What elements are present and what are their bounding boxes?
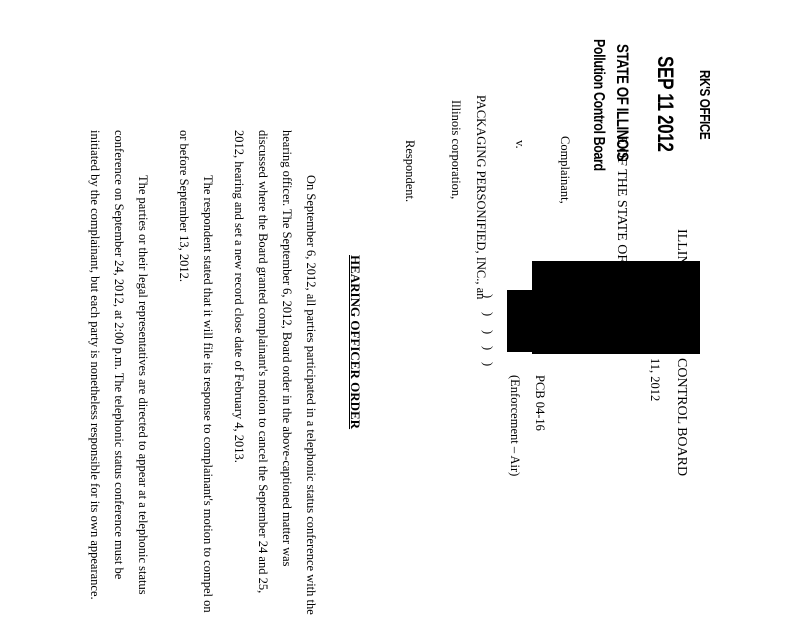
document-title: HEARING OFFICER ORDER — [348, 255, 363, 430]
paragraph-line: The parties or their legal representativ… — [136, 175, 150, 595]
paren: ) — [481, 294, 495, 299]
stamp-date: SEP 11 2012 — [653, 56, 678, 152]
paragraph-line: or before September 13, 2012. — [177, 130, 191, 283]
respondent-description: Illinois corporation, — [449, 100, 463, 200]
paren: ) — [481, 330, 495, 335]
respondent-name: PACKAGING PERSONIFIED, INC., an — [474, 95, 488, 300]
case-number: PCB 04-16 — [533, 375, 547, 431]
redaction-block — [532, 261, 700, 354]
paragraph-line: On September 6, 2012, all parties partic… — [304, 175, 318, 615]
paragraph-line: The respondent stated that it will file … — [201, 175, 215, 613]
court-name-right: CONTROL BOARD — [674, 358, 689, 477]
paragraph-line: hearing officer. The September 6, 2012, … — [280, 130, 294, 567]
people-caption: E OF THE STATE OF I — [614, 136, 629, 271]
versus-label: v. — [513, 140, 527, 149]
redaction-block-small — [507, 290, 534, 352]
paren: ) — [481, 312, 495, 317]
paragraph-line: discussed where the Board granted compla… — [256, 130, 270, 594]
stamp-board: Pollution Control Board — [590, 39, 607, 171]
respondent-label: Respondent. — [403, 140, 417, 203]
clerks-office-stamp: RK'S OFFICE — [696, 70, 713, 140]
paragraph-line: conference on September 24, 2012, at 2:0… — [112, 130, 126, 580]
paragraph-line: initiated by the complainant, but each p… — [88, 130, 102, 600]
order-date: 11, 2012 — [648, 358, 662, 402]
paren: ) — [481, 362, 495, 367]
paragraph-line: 2012, hearing and set a new record close… — [232, 130, 246, 463]
paren: ) — [481, 346, 495, 351]
complainant-label: Complainant, — [558, 136, 572, 204]
case-type: (Enforcement – Air) — [508, 375, 522, 477]
